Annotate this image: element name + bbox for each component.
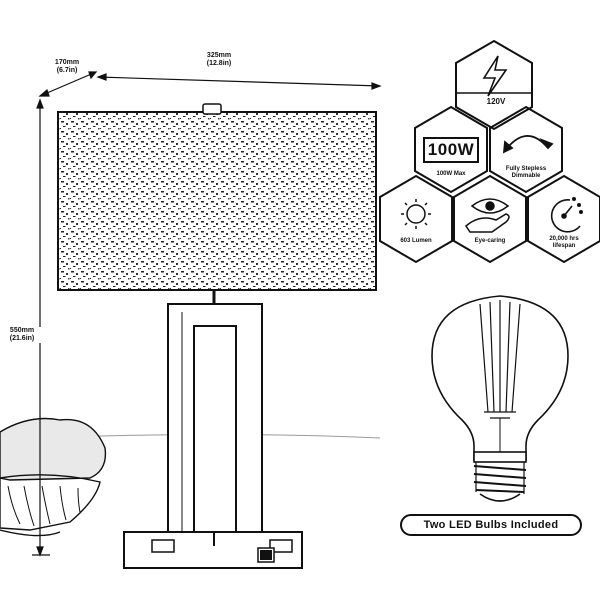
- sun-icon: [401, 199, 431, 229]
- decor-bowl: [0, 417, 107, 537]
- hex-eye: [453, 174, 527, 264]
- hex-voltage: [455, 39, 533, 131]
- wattage-box: 100W: [423, 137, 479, 163]
- hex-lifespan: [527, 174, 600, 264]
- lifespan-gauge-icon: [550, 197, 583, 233]
- height-label: 550mm (21.6in): [2, 327, 42, 343]
- hex-wattage: [414, 105, 488, 194]
- voltage-label: 120V: [486, 97, 506, 106]
- eye-caption: Eye-caring: [474, 238, 506, 244]
- bulbs-included-badge: Two LED Bulbs Included: [400, 514, 582, 536]
- dimmer-arc-icon: [502, 135, 554, 154]
- lamp-shade: [57, 111, 377, 291]
- lightning-icon: [482, 55, 508, 97]
- hex-lumens: [379, 174, 453, 264]
- dimming-caption: Fully Stepless Dimmable: [505, 166, 547, 179]
- hex-dimmable: [489, 105, 563, 194]
- depth-mm: 170mm: [54, 59, 80, 66]
- lifespan-caption: 20,000 hrs lifespan: [549, 236, 579, 249]
- width-in: (12.8in): [206, 60, 232, 67]
- width-mm: 325mm: [206, 52, 232, 59]
- shade-finial: [202, 103, 222, 115]
- wattage-caption: 100W Max: [436, 171, 466, 177]
- depth-in: (6.7in): [56, 67, 78, 74]
- eye-care-icon: [465, 198, 510, 233]
- lamp-base: [123, 531, 303, 569]
- lumens-caption: 603 Lumen: [400, 238, 432, 244]
- lamp-body: [167, 290, 263, 549]
- led-bulb-image: [431, 295, 569, 502]
- height-in: (21.6in): [9, 335, 35, 342]
- height-mm: 550mm: [9, 327, 35, 334]
- depth-label: 170mm (6.7in): [50, 59, 84, 75]
- width-label: 325mm (12.8in): [196, 52, 242, 68]
